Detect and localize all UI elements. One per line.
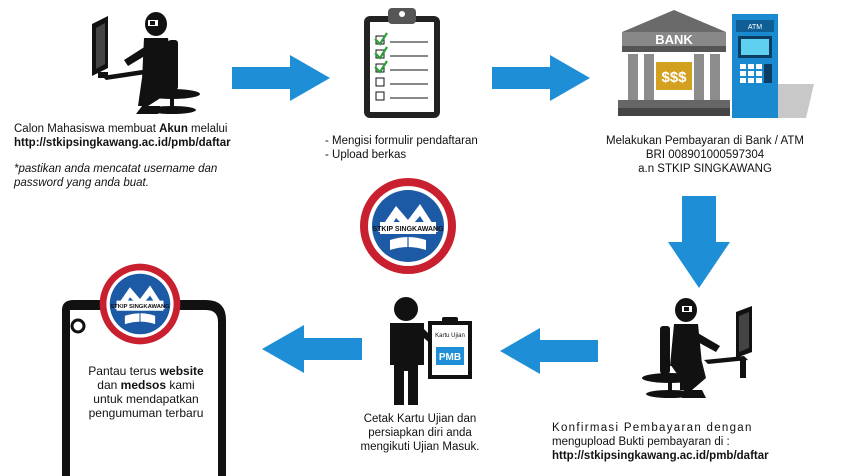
step4-url: http://stkipsingkawang.ac.id/pmb/daftar	[552, 450, 769, 462]
bank-sign-text: BANK	[655, 32, 693, 47]
step2-line2: - Upload berkas	[325, 149, 407, 161]
step3-line1: Melakukan Pembayaran di Bank / ATM	[606, 135, 804, 147]
step5-text: Cetak Kartu Ujian dan persiapkan diri an…	[340, 412, 500, 454]
person-at-computer-icon	[92, 12, 200, 114]
step3-text: Melakukan Pembayaran di Bank / ATM BRI 0…	[570, 134, 840, 176]
step4-line2: mengupload Bukti pembayaran di :	[552, 436, 730, 448]
step4-text: Konfirmasi Pembayaran dengan mengupload …	[552, 421, 844, 463]
step5-line3: mengikuti Ujian Masuk.	[360, 441, 480, 453]
card-pmb-text: PMB	[439, 352, 461, 363]
step5-line1: Cetak Kartu Ujian dan	[363, 413, 477, 425]
bank-building-icon: BANK $$$	[618, 10, 730, 116]
logo-device-text: STKIP SINGKAWANG	[110, 304, 170, 310]
person-with-card-icon: Kartu Ujian PMB	[390, 297, 472, 405]
step1-text: Calon Mahasiswa membuat Akun melalui htt…	[14, 122, 314, 190]
step6-p1-prefix: Pantau terus	[88, 364, 160, 378]
person-at-laptop-icon	[642, 298, 752, 398]
step6-p4: pengumuman terbaru	[88, 406, 204, 420]
step3-line3: a.n STKIP SINGKAWANG	[638, 163, 772, 175]
arrow-right-1	[232, 55, 330, 101]
arrow-left-2	[262, 325, 362, 373]
step4-line1: Konfirmasi Pembayaran dengan	[552, 422, 753, 434]
arrow-left-1	[500, 328, 598, 374]
clipboard-checklist-icon	[364, 8, 440, 118]
step2-line1: - Mengisi formulir pendaftaran	[325, 135, 478, 147]
step6-p3: untuk mendapatkan	[93, 392, 199, 406]
step5-line2: persiapkan diri anda	[368, 427, 472, 439]
stkip-logo-device: STKIP SINGKAWANG	[99, 263, 181, 345]
step6-website: website	[159, 364, 204, 378]
stkip-logo-center: STKIP SINGKAWANG	[360, 178, 456, 274]
card-label: Kartu Ujian	[435, 333, 465, 339]
logo-center-text: STKIP SINGKAWANG	[372, 226, 444, 233]
bank-money-text: $$$	[661, 69, 687, 86]
step1-note-line2: password yang anda buat.	[14, 177, 149, 189]
step6-p2-prefix: dan	[97, 378, 121, 392]
step2-text: - Mengisi formulir pendaftaran - Upload …	[325, 134, 545, 162]
step1-line1-prefix: Calon Mahasiswa membuat	[14, 123, 160, 135]
step1-akun: Akun	[159, 123, 188, 135]
step1-note-line1: *pastikan anda mencatat username dan	[14, 163, 218, 175]
step1-url: http://stkipsingkawang.ac.id/pmb/daftar	[14, 137, 231, 149]
step6-p2-suffix: kami	[166, 378, 195, 392]
atm-label: ATM	[748, 24, 762, 31]
phone-device-icon	[62, 300, 226, 476]
step6-text: Pantau terus website dan medsos kami unt…	[70, 364, 222, 420]
step6-medsos: medsos	[120, 378, 167, 392]
step3-line2: BRI 008901000597304	[645, 149, 765, 161]
step1-line1-suffix: melalui	[187, 123, 228, 135]
atm-machine-icon: ATM	[732, 14, 814, 118]
arrow-right-2	[492, 55, 590, 101]
arrow-down	[668, 196, 730, 288]
